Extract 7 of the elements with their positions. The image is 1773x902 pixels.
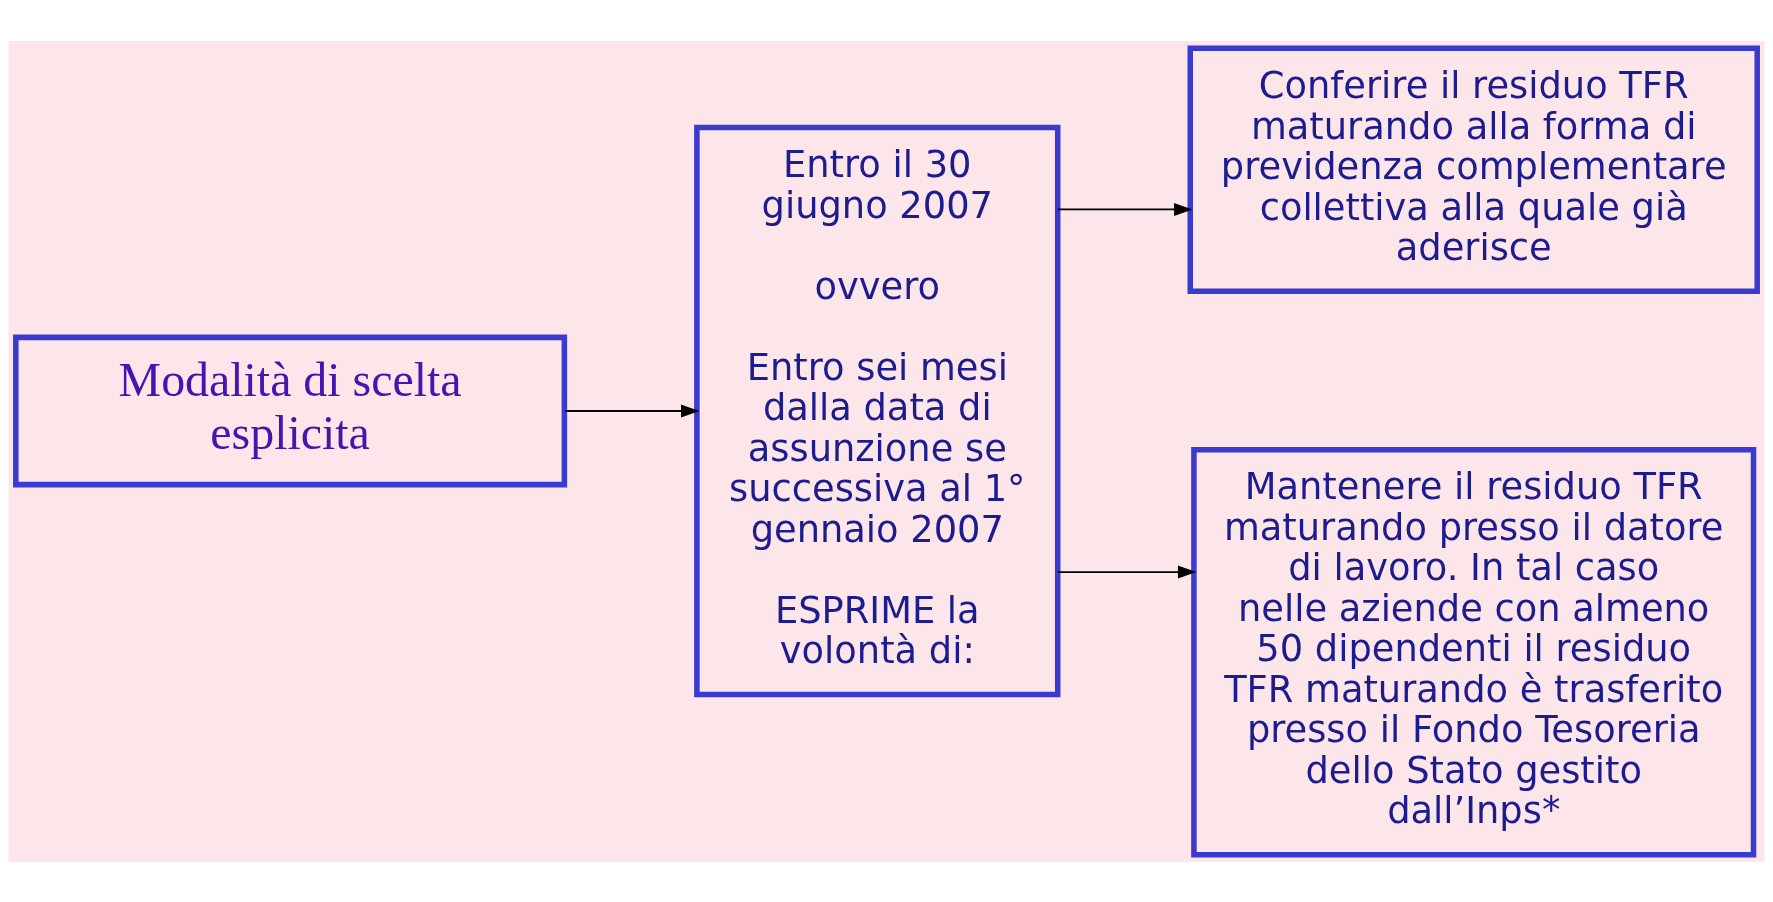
- node-box: Entro il 30 giugno 2007 ovvero Entro sei mesi dalla data di assunzione se successiva al 1° gennaio 2007 ESPRIME la volontà di:: [694, 124, 1061, 697]
- node-box: Conferire il residuo TFR maturando alla forma di previdenza complementare collettiva alla quale già aderisce: [1187, 45, 1760, 294]
- arrow: [1056, 565, 1197, 579]
- node-box: Modalità di scelta esplicita: [13, 334, 568, 487]
- arrow: [1056, 202, 1193, 216]
- arrow: [563, 404, 700, 417]
- node-box: Mantenere il residuo TFR maturando presso il datore di lavoro. In tal caso nelle aziende con almeno 50 dipendenti il residuo TFR maturando è trasferito presso il Fondo Tesoreria dello Stato gestito dall’Inps*: [1191, 446, 1757, 857]
